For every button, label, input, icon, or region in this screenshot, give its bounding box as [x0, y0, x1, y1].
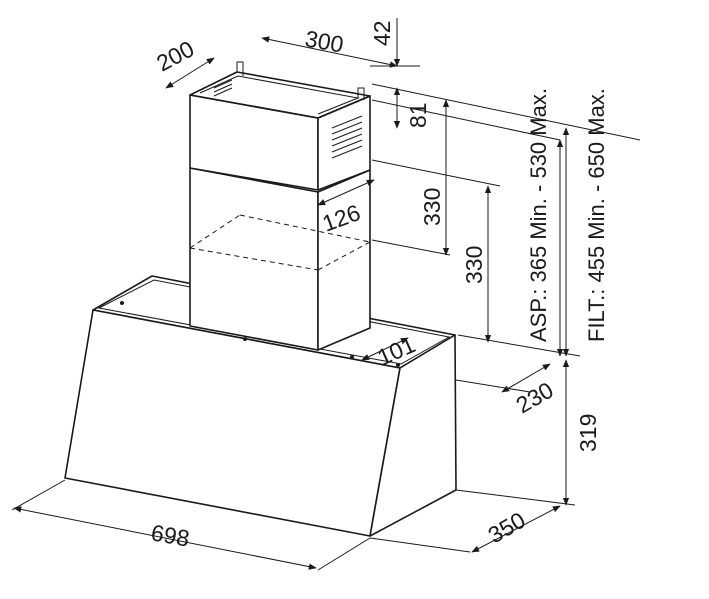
chimney — [189, 61, 371, 351]
label-upper-gap: 81 — [405, 102, 431, 128]
dimension-lines — [11, 18, 641, 571]
label-filt-range: FILT.: 455 Min. - 650 Max. — [584, 88, 609, 342]
chimney-top-opening — [189, 71, 371, 119]
hidden-chimney-edge — [189, 214, 371, 271]
label-chimney-width: 300 — [303, 25, 345, 57]
label-canopy-width: 698 — [149, 519, 191, 551]
dim-line-230 — [501, 363, 551, 393]
label-chimney-depth: 200 — [152, 35, 198, 76]
dim-line-350 — [471, 505, 561, 553]
label-top-offset: 42 — [369, 20, 395, 46]
dim-line-200 — [165, 57, 215, 89]
label-asp-range: ASP.: 365 Min. - 530 Max. — [526, 88, 551, 342]
label-canopy-height: 319 — [575, 414, 601, 452]
vent-slots — [213, 79, 363, 159]
dim-line-101 — [361, 337, 409, 361]
dim-line-126 — [317, 179, 375, 206]
dim-line-300 — [261, 36, 398, 68]
lower-chimney-side — [317, 169, 371, 351]
dim-line-698 — [13, 506, 317, 570]
label-upper-section: 330 — [419, 188, 445, 226]
label-lower-section: 330 — [461, 246, 487, 284]
